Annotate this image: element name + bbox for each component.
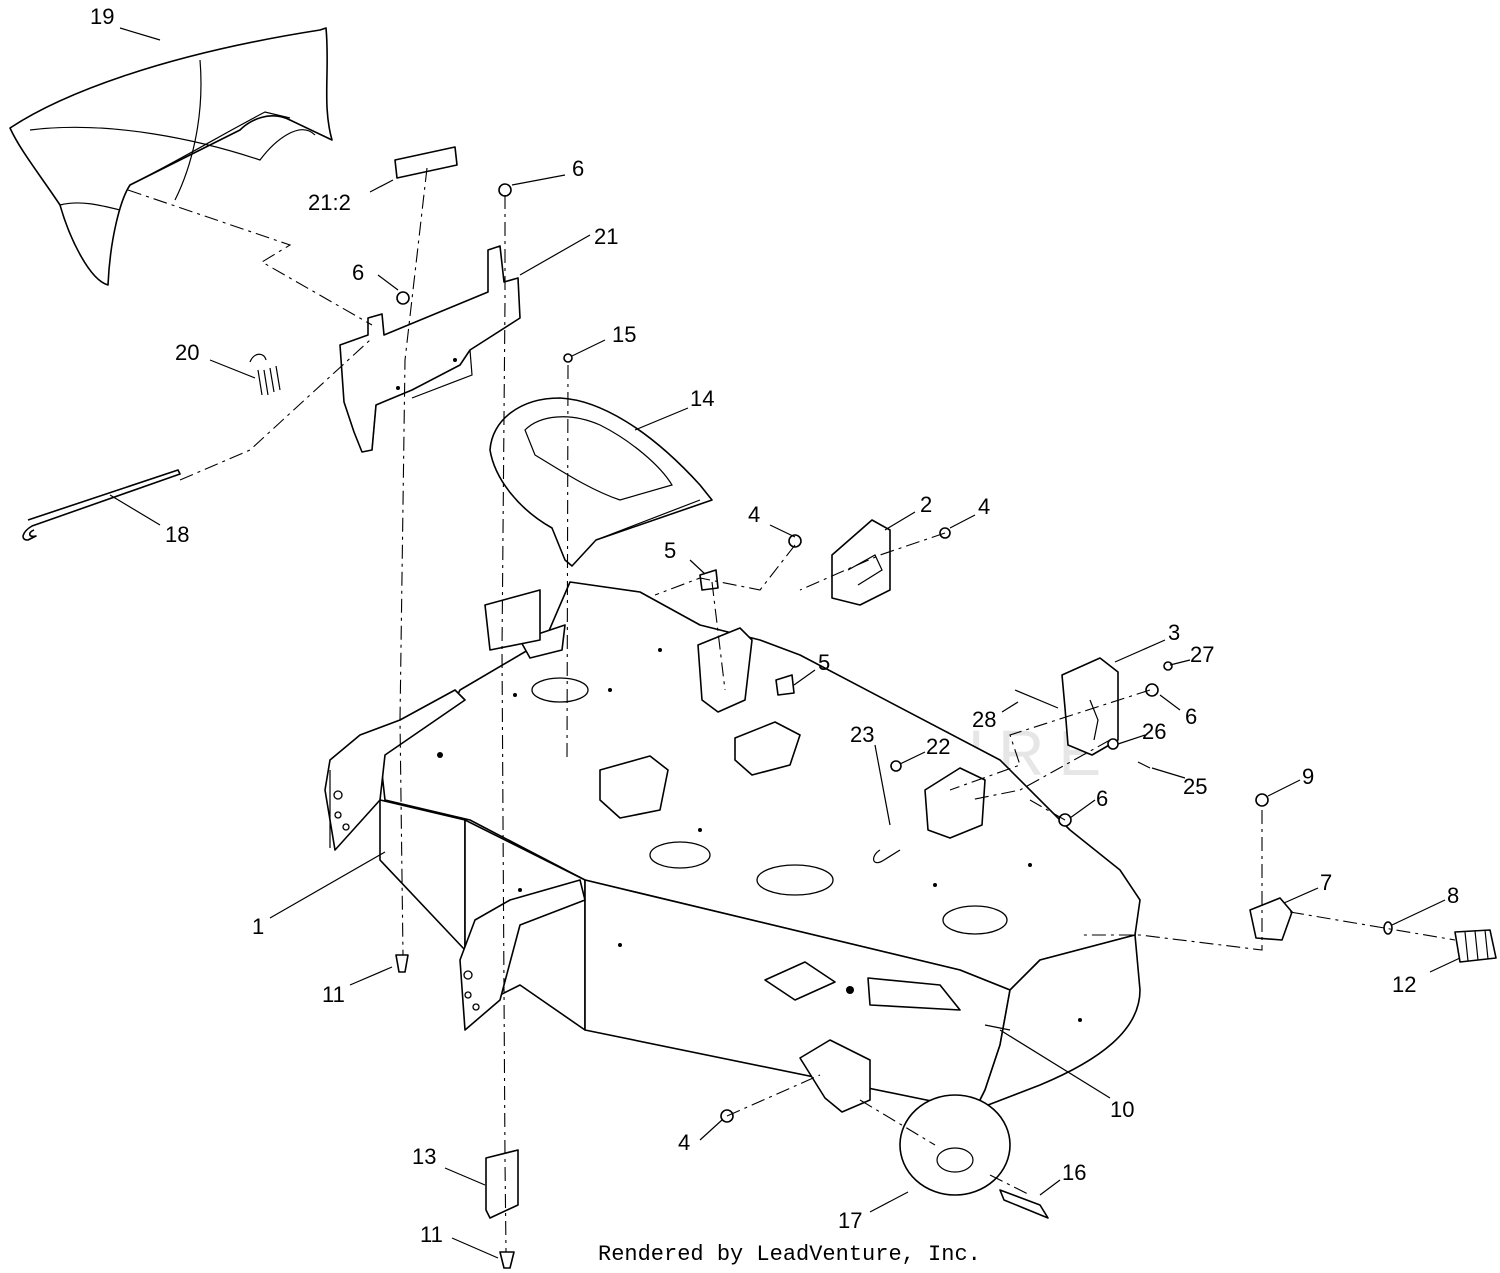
part-1-mower-deck[interactable] [324, 581, 1141, 1111]
label-4-lower: 4 [678, 1130, 690, 1155]
hardware-bolt-27[interactable] [1163, 661, 1173, 671]
assembly-lines [127, 167, 1456, 1253]
label-2: 2 [920, 492, 932, 517]
label-15: 15 [612, 322, 636, 347]
part-3-height-bracket[interactable] [1061, 657, 1119, 756]
label-6-plate: 6 [352, 260, 364, 285]
part-18-hinge-rod[interactable] [22, 469, 181, 541]
label-21-2: 21:2 [308, 190, 351, 215]
label-6-bracket: 6 [1185, 704, 1197, 729]
hardware-nut-9[interactable] [1255, 793, 1269, 807]
part-2-idler-bracket[interactable] [831, 519, 891, 606]
part-17-anti-scalp-wheel[interactable] [899, 1094, 1011, 1196]
label-20: 20 [175, 340, 199, 365]
hardware-bolt-15[interactable] [563, 353, 573, 363]
part-4-lower-bracket[interactable] [799, 1039, 871, 1113]
part-12-hose-connector[interactable] [1454, 929, 1497, 963]
part-21-2-decal[interactable] [394, 146, 458, 179]
part-28-pin[interactable] [1014, 689, 1059, 709]
label-22: 22 [926, 734, 950, 759]
part-10-deck-decal[interactable] [984, 1024, 1011, 1031]
label-5-upper: 5 [664, 538, 676, 563]
part-20-torsion-spring[interactable] [249, 353, 281, 396]
hardware-bolt-11-lower[interactable] [499, 1251, 515, 1269]
label-25: 25 [1183, 774, 1207, 799]
label-23: 23 [850, 722, 874, 747]
part-8-o-ring[interactable] [1383, 921, 1393, 935]
hardware-bolt-22[interactable] [890, 760, 902, 772]
hardware-nut-4-left[interactable] [788, 534, 802, 548]
label-26: 26 [1142, 719, 1166, 744]
hardware-nut-6-top[interactable] [498, 183, 512, 197]
part-16-wheel-bolt[interactable] [999, 1189, 1049, 1219]
label-6-top: 6 [572, 156, 584, 181]
label-27: 27 [1190, 642, 1214, 667]
label-9: 9 [1302, 764, 1314, 789]
label-5-lower: 5 [818, 650, 830, 675]
part-5-mount-bracket-left[interactable] [697, 627, 753, 713]
part-22-23-height-arm[interactable] [873, 767, 986, 864]
label-11-lower: 11 [420, 1222, 443, 1247]
part-5-pin-lower[interactable] [775, 674, 795, 696]
label-11-upper: 11 [322, 982, 345, 1007]
part-7-elbow-fitting[interactable] [1249, 897, 1293, 941]
label-7: 7 [1320, 870, 1332, 895]
label-19: 19 [90, 4, 114, 29]
label-17: 17 [838, 1208, 862, 1233]
label-6-deck: 6 [1096, 786, 1108, 811]
part-19-discharge-chute[interactable] [9, 27, 333, 286]
hardware-cotter-25[interactable] [1137, 761, 1151, 769]
part-13-anti-scalp-bracket[interactable] [485, 1149, 519, 1219]
label-21: 21 [594, 224, 618, 249]
label-12: 12 [1392, 972, 1416, 997]
label-3: 3 [1168, 620, 1180, 645]
hardware-bolt-11-upper[interactable] [395, 954, 409, 973]
label-16: 16 [1062, 1160, 1086, 1185]
credit-text: Rendered by LeadVenture, Inc. [598, 1242, 981, 1267]
hardware-nut-6-plate[interactable] [396, 291, 410, 305]
label-4-right: 4 [978, 494, 990, 519]
part-14-belt-cover[interactable] [489, 397, 713, 567]
callout-labels: 19 21:2 6 21 6 20 15 14 18 2 4 4 5 5 3 2… [90, 4, 1459, 1247]
leader-lines [109, 27, 1461, 1259]
label-28: 28 [972, 707, 996, 732]
hardware-nut-6-bracket[interactable] [1145, 683, 1159, 697]
label-18: 18 [165, 522, 189, 547]
label-14: 14 [690, 386, 714, 411]
part-21-chute-mount-plate[interactable] [339, 245, 521, 453]
label-1: 1 [252, 914, 264, 939]
label-13: 13 [412, 1144, 436, 1169]
label-4-left: 4 [748, 502, 760, 527]
label-8: 8 [1447, 883, 1459, 908]
label-10: 10 [1110, 1097, 1134, 1122]
